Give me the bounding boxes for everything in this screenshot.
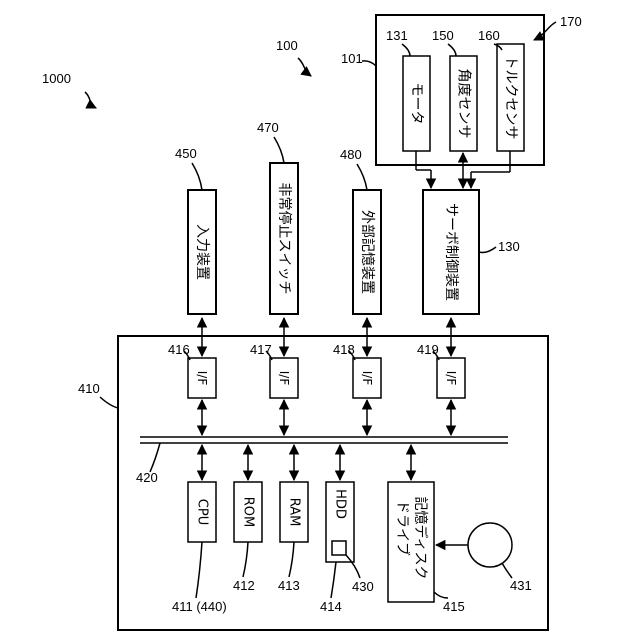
ref-100: 100 bbox=[276, 38, 298, 53]
disk-circle bbox=[468, 523, 512, 567]
ref-101: 101 bbox=[341, 51, 363, 66]
ref-150: 150 bbox=[432, 28, 454, 43]
rom-text: ROM bbox=[241, 497, 256, 527]
ref-415: 415 bbox=[443, 599, 465, 614]
hdd-internal-part-box bbox=[332, 541, 346, 555]
ref-470-leader bbox=[274, 137, 284, 163]
ref-160: 160 bbox=[478, 28, 500, 43]
ref-130-leader bbox=[479, 247, 496, 252]
emergency-switch-text: 非常停止スイッチ bbox=[276, 183, 293, 295]
ref-100-arrow bbox=[298, 58, 311, 76]
ref-410: 410 bbox=[78, 381, 100, 396]
ref-420: 420 bbox=[136, 470, 158, 485]
ref-470: 470 bbox=[257, 120, 279, 135]
ref-450: 450 bbox=[175, 146, 197, 161]
ref-413: 413 bbox=[278, 578, 300, 593]
input-device-text: 入力装置 bbox=[194, 224, 210, 280]
external-storage-text: 外部記憶装置 bbox=[359, 210, 376, 294]
ref-480: 480 bbox=[340, 147, 362, 162]
interface-text-418: I/F bbox=[360, 371, 374, 386]
ref-450-leader bbox=[192, 163, 202, 190]
interface-text-416: I/F bbox=[195, 371, 209, 386]
ref-131: 131 bbox=[386, 28, 408, 43]
interface-text-419: I/F bbox=[444, 371, 458, 386]
disk-drive-text-line2: ドライブ bbox=[394, 500, 411, 556]
cpu-text: CPU bbox=[195, 499, 210, 525]
ref-414: 414 bbox=[320, 599, 342, 614]
torque-sensor-text: トルクセンサ bbox=[503, 56, 519, 140]
ref-480-leader bbox=[357, 164, 367, 190]
motor-text: モータ bbox=[409, 83, 425, 125]
ref-410-leader bbox=[100, 397, 118, 408]
ref-1000: 1000 bbox=[42, 71, 71, 86]
ref-412: 412 bbox=[233, 578, 255, 593]
ref-430: 430 bbox=[352, 579, 374, 594]
servo-controller-text: サーボ制御装置 bbox=[443, 203, 459, 301]
ref-411: 411 (440) bbox=[172, 599, 227, 614]
interface-text-417: I/F bbox=[277, 371, 291, 386]
ref-431: 431 bbox=[510, 578, 532, 593]
ref-130: 130 bbox=[498, 239, 520, 254]
angle-sensor-text: 角度センサ bbox=[456, 69, 472, 139]
ref-1000-arrow bbox=[85, 92, 96, 108]
hdd-text: HDD bbox=[333, 489, 348, 519]
ram-text: RAM bbox=[287, 498, 302, 527]
ref-101-leader bbox=[362, 61, 376, 66]
disk-drive-text-line1: 記憶ディスク bbox=[412, 496, 429, 579]
ref-170: 170 bbox=[560, 14, 582, 29]
